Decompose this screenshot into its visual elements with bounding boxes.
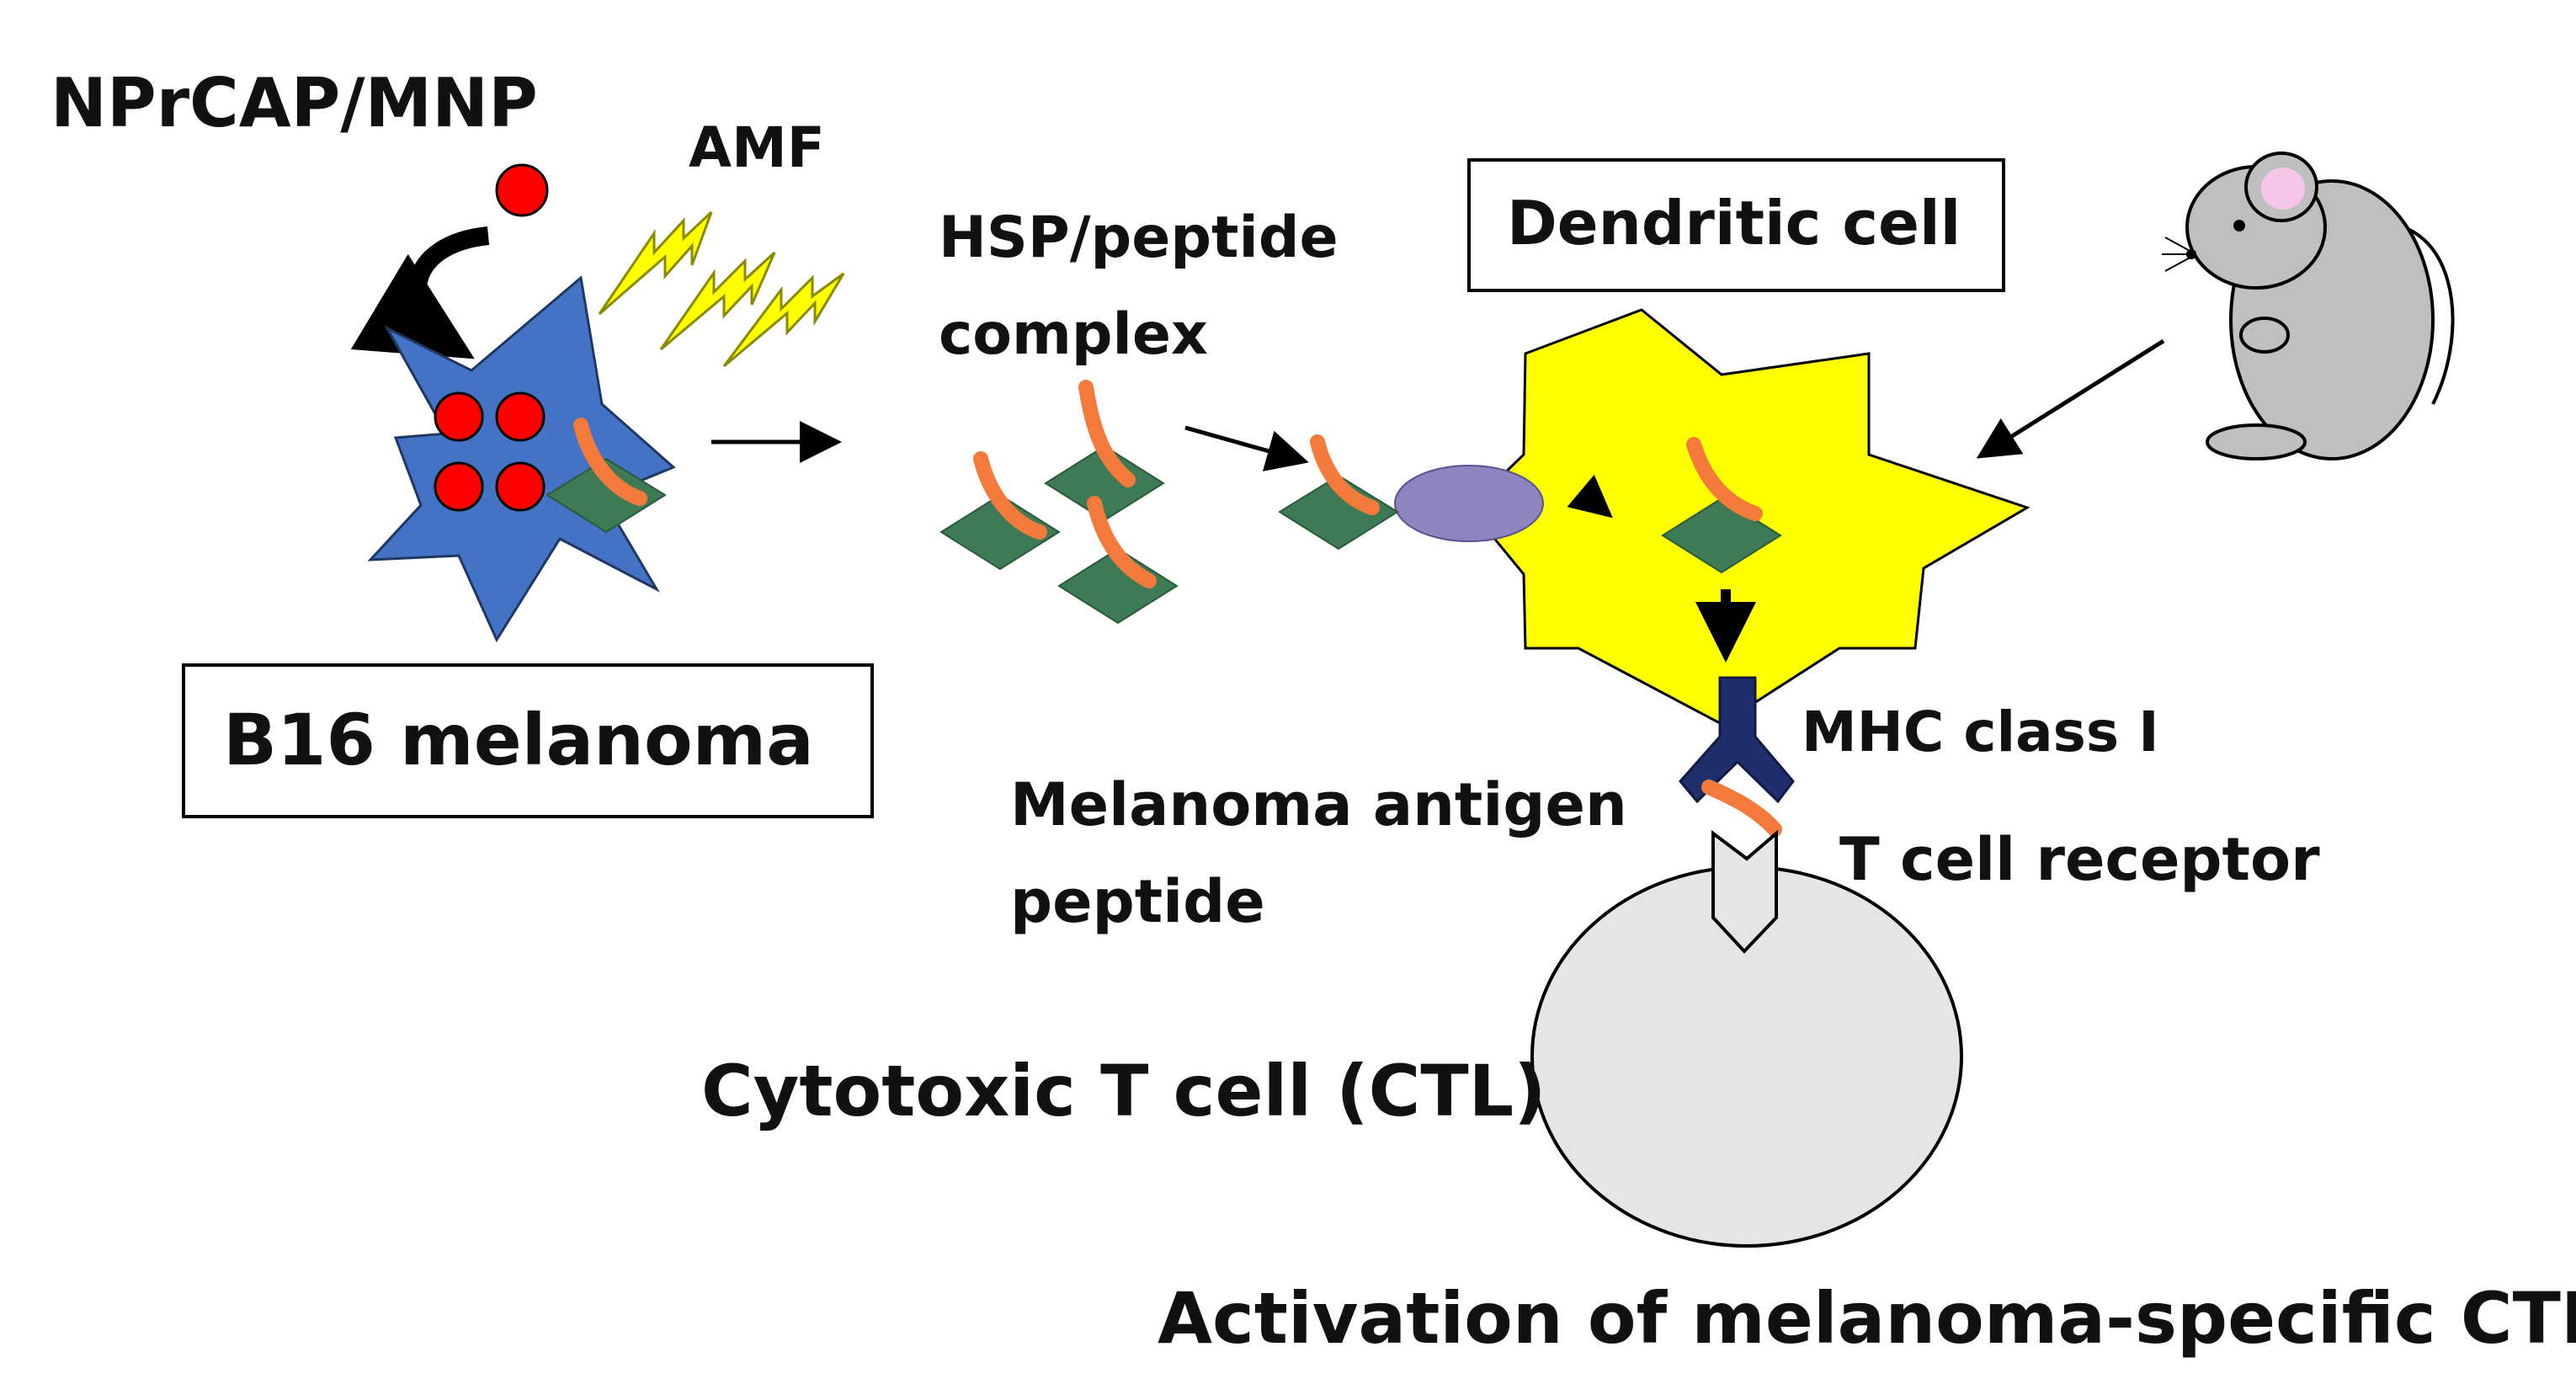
mouse-front-paw (2239, 317, 2290, 354)
hsp-complex-label-line1: HSP/peptide (939, 205, 1339, 271)
nanoparticle (495, 461, 546, 512)
bound-hsp-complex (1278, 434, 1399, 551)
hsp-peptide-complex (939, 451, 1061, 571)
b16-melanoma-label: B16 melanoma (223, 699, 814, 781)
hsp-protein (1057, 547, 1179, 625)
antigen-peptide (1078, 380, 1136, 487)
melanoma-cell (367, 275, 676, 643)
presented-peptide (1701, 780, 1782, 837)
nanoparticle (495, 391, 546, 442)
hsp-protein (939, 493, 1061, 571)
nanoparticle (434, 391, 484, 442)
antigen-peptide (573, 418, 647, 506)
hsp-protein (546, 457, 667, 534)
lightning-bolt (722, 272, 845, 368)
internalized-nanoparticles (434, 391, 546, 512)
mouse-inner-ear (2261, 168, 2305, 210)
mhc-class-i-label: MHC class I (1802, 700, 2159, 764)
dendritic-cell-label: Dendritic cell (1507, 188, 1961, 258)
antigen-peptide (1087, 496, 1157, 588)
amf-label: AMF (689, 115, 825, 180)
uptake-to-dc-arrow (1184, 425, 1309, 471)
released-hsp-complexes (939, 380, 1179, 625)
hsp-peptide-complex (1057, 496, 1179, 625)
uptake-arrow (350, 226, 490, 359)
free-nanoparticle (495, 163, 549, 217)
t-cell-receptor (1711, 829, 1778, 954)
antigen-peptide (973, 451, 1047, 540)
ctl-label: Cytotoxic T cell (CTL) (701, 1050, 1546, 1132)
activation-label: Activation of melanoma-specific CTL (1158, 1277, 2576, 1360)
lightning-bolt (598, 210, 713, 316)
t-cell-receptor-label: T cell receptor (1839, 825, 2320, 894)
mouse-whiskers (2162, 237, 2194, 272)
melanoma-antigen-label-line1: Melanoma antigen (1010, 770, 1627, 839)
nprcap-mnp-label: NPrCAP/MNP (51, 64, 538, 142)
b16-melanoma-box (182, 663, 874, 818)
antigen-peptide (1310, 434, 1380, 515)
mouse-foot (2206, 423, 2307, 460)
melanoma-antigen-label-line2: peptide (1010, 867, 1265, 936)
dendritic-cell-box (1467, 158, 2005, 292)
lightning-bolt (659, 251, 776, 351)
hsp-peptide-complex (1044, 380, 1165, 522)
internalized-hsp-complex (1661, 437, 1782, 574)
nanoparticle (434, 461, 484, 512)
internalization-arrow (1567, 474, 1613, 519)
dc-surface-receptor (1394, 465, 1544, 542)
mouse-to-dc-arrow (1976, 338, 2165, 459)
mhc-class-i (1679, 676, 1795, 804)
amf-lightning (598, 210, 845, 368)
hsp-complex-label-line2: complex (939, 301, 1208, 368)
antigen-peptide (1686, 437, 1763, 521)
hsp-protein (1278, 474, 1399, 551)
hsp-complex-in-melanoma (546, 418, 667, 534)
mouse-icon (2162, 152, 2455, 460)
mouse-eye (2233, 220, 2245, 232)
